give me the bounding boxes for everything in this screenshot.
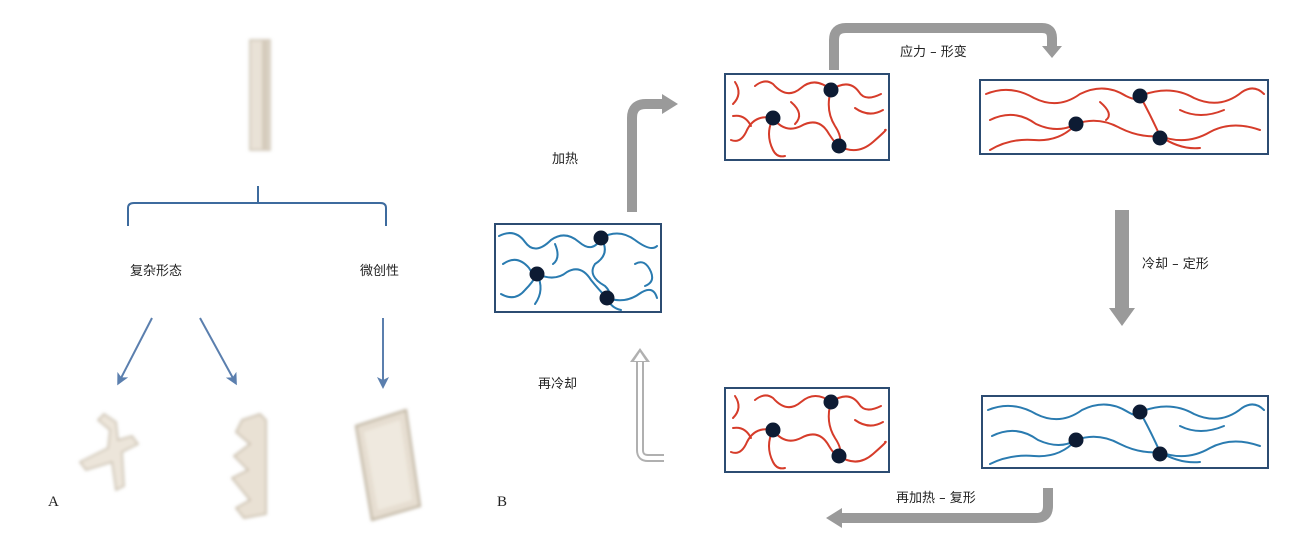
label-heat: 加热: [552, 152, 578, 167]
label-stress-deform: 应力 – 形变: [900, 44, 967, 60]
arrow-recool: [630, 348, 664, 462]
implant-rod-image: [249, 39, 271, 151]
arrow-stress: [829, 23, 1062, 70]
arrow-reheat: [826, 488, 1053, 528]
panel-b: B: [494, 23, 1269, 528]
label-recool: 再冷却: [538, 377, 577, 392]
state-fixed-box: [981, 395, 1269, 469]
state-recovered-box: [724, 387, 890, 473]
panel-b-label: B: [497, 494, 507, 510]
branch-bracket: [127, 186, 387, 226]
state-original-box: [494, 223, 662, 313]
plate-implant-image: [354, 408, 422, 522]
arrow-to-cross-implant: [117, 317, 153, 386]
branch-label-complex-shape: 复杂形态: [130, 264, 182, 279]
arrow-to-bracket-implant: [199, 317, 237, 386]
panel-a-label: A: [48, 494, 59, 510]
arrow-heat: [627, 94, 678, 212]
panel-a: 复杂形态 微创性 A: [48, 39, 422, 522]
label-cool-fix: 冷却 – 定形: [1142, 257, 1209, 272]
branch-label-minimally-invasive: 微创性: [360, 264, 399, 279]
arrow-cool-fix: [1109, 210, 1135, 326]
state-stretched-box: [979, 79, 1269, 155]
cross-implant-image: [78, 413, 140, 492]
label-reheat-recover: 再加热 – 复形: [896, 491, 976, 506]
bracket-implant-image: [230, 413, 267, 519]
state-heated-box: [724, 73, 890, 161]
